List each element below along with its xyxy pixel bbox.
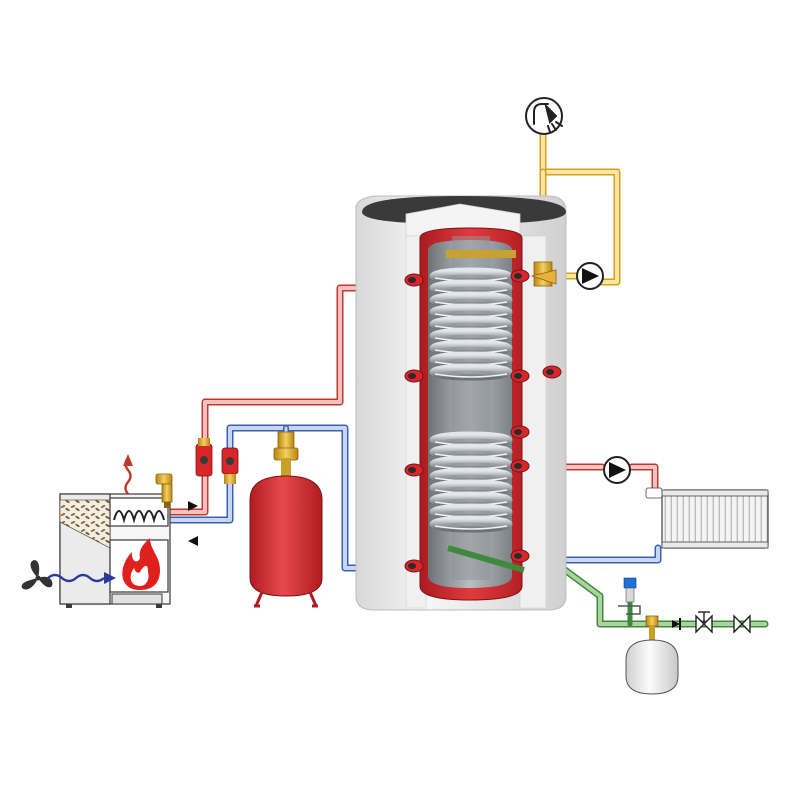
heat-wave-icon bbox=[123, 454, 133, 495]
heating-circuit-pump bbox=[603, 456, 631, 484]
expansion-vessel-heating bbox=[249, 431, 323, 608]
heating-element bbox=[446, 250, 516, 258]
expansion-vessel-water bbox=[625, 615, 679, 695]
tank-port-hole bbox=[514, 429, 522, 435]
tank-port-hole bbox=[408, 277, 416, 283]
solar-coil-pipe bbox=[447, 545, 525, 573]
pump-icon bbox=[609, 462, 626, 478]
boiler-pump-group bbox=[195, 438, 239, 484]
fan-icon bbox=[21, 560, 53, 590]
tank-connection-ports bbox=[404, 269, 562, 573]
tank-port-hole bbox=[514, 463, 522, 469]
dhw-outlet-fitting bbox=[530, 261, 557, 287]
air-intake-arrow bbox=[47, 572, 116, 584]
heat-exchanger-icon bbox=[113, 510, 165, 524]
boiler-safety-valve bbox=[155, 473, 173, 508]
tank-port-hole bbox=[408, 563, 416, 569]
tank-port-hole bbox=[408, 467, 416, 473]
flame-icon bbox=[122, 538, 160, 590]
flow-arrow-return bbox=[188, 536, 198, 546]
domestic-hot-water-coil bbox=[429, 267, 513, 381]
pump-icon bbox=[582, 268, 599, 284]
tank-port-hole bbox=[514, 373, 522, 379]
tank-port-hole bbox=[408, 373, 416, 379]
pipe-heating-return bbox=[544, 544, 662, 564]
dhw-circulation-pump bbox=[576, 262, 604, 290]
pellet-boiler bbox=[59, 493, 171, 608]
radiator bbox=[645, 487, 769, 549]
tank-port-hole bbox=[546, 369, 554, 375]
flow-arrow-supply bbox=[188, 501, 198, 511]
tank-port-hole bbox=[514, 273, 522, 279]
coil-highlight bbox=[434, 525, 508, 530]
shutoff-valves bbox=[695, 611, 751, 634]
pipe-boiler-supply bbox=[166, 284, 414, 516]
safety-valve bbox=[618, 577, 641, 615]
buffer-tank-cutaway bbox=[355, 195, 567, 611]
shower-outlet bbox=[525, 97, 563, 135]
coil-highlight bbox=[434, 373, 508, 378]
solar-coil bbox=[429, 431, 513, 533]
shower-icon bbox=[533, 102, 563, 133]
check-valve bbox=[672, 618, 681, 630]
tank-port-hole bbox=[514, 553, 522, 559]
